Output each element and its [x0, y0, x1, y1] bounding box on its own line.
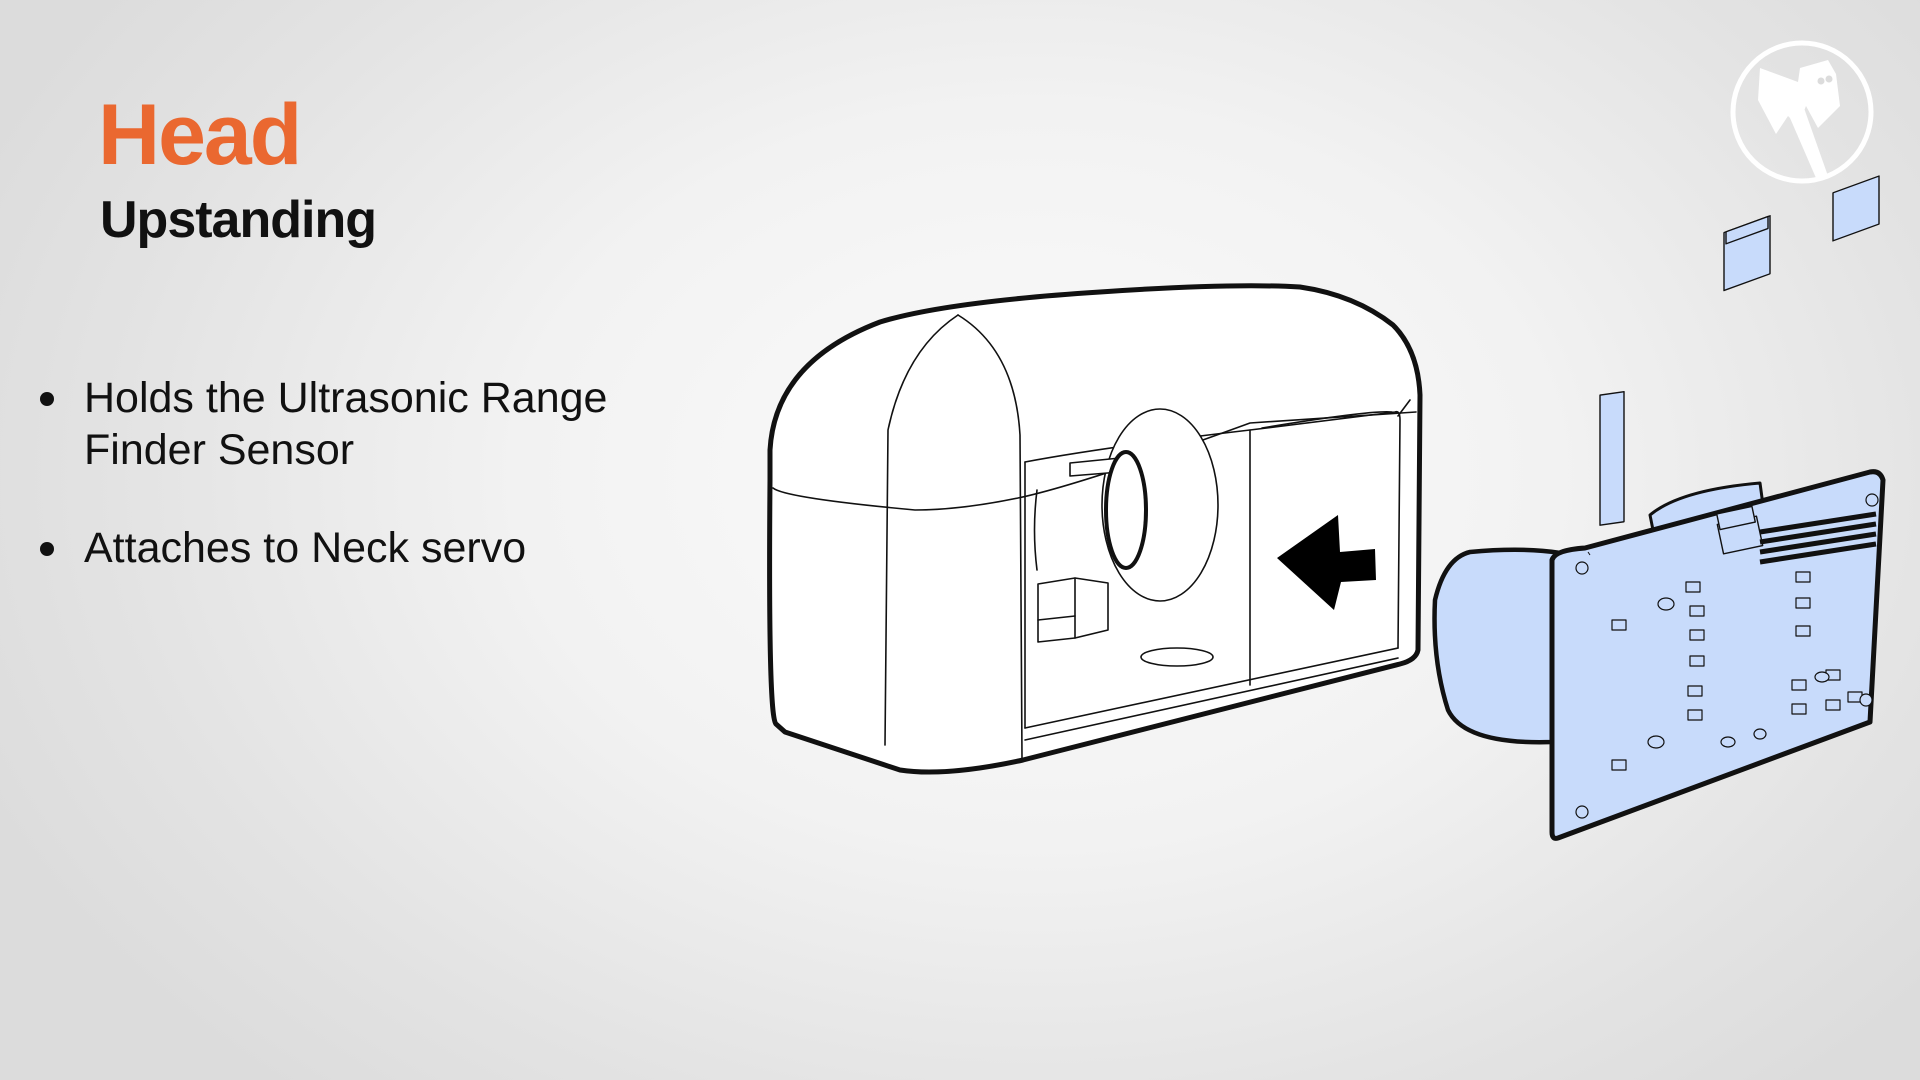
bullet-list: Holds the Ultrasonic Range Finder Sensor…	[36, 372, 736, 620]
bullet-item: Holds the Ultrasonic Range Finder Sensor	[36, 372, 736, 476]
sensor-board	[1549, 469, 1886, 841]
ultrasonic-sensor	[1432, 175, 1886, 841]
smd-components	[1575, 493, 1879, 819]
header-pins	[1716, 505, 1877, 565]
slide-subtitle: Upstanding	[100, 191, 377, 249]
slide-title: Head	[98, 87, 302, 183]
bullet-text: Attaches to Neck servo	[84, 524, 527, 572]
bullet-text: Holds the Ultrasonic Range Finder Sensor	[84, 374, 608, 474]
bullet-item: Attaches to Neck servo	[36, 522, 736, 574]
bullet-dot	[40, 392, 54, 406]
ic-chips	[1599, 175, 1880, 526]
bullet-dot	[40, 542, 54, 556]
head-enclosure	[767, 283, 1423, 775]
robot-head-logo-icon	[1730, 40, 1874, 184]
arrow-left-icon	[1277, 515, 1376, 610]
